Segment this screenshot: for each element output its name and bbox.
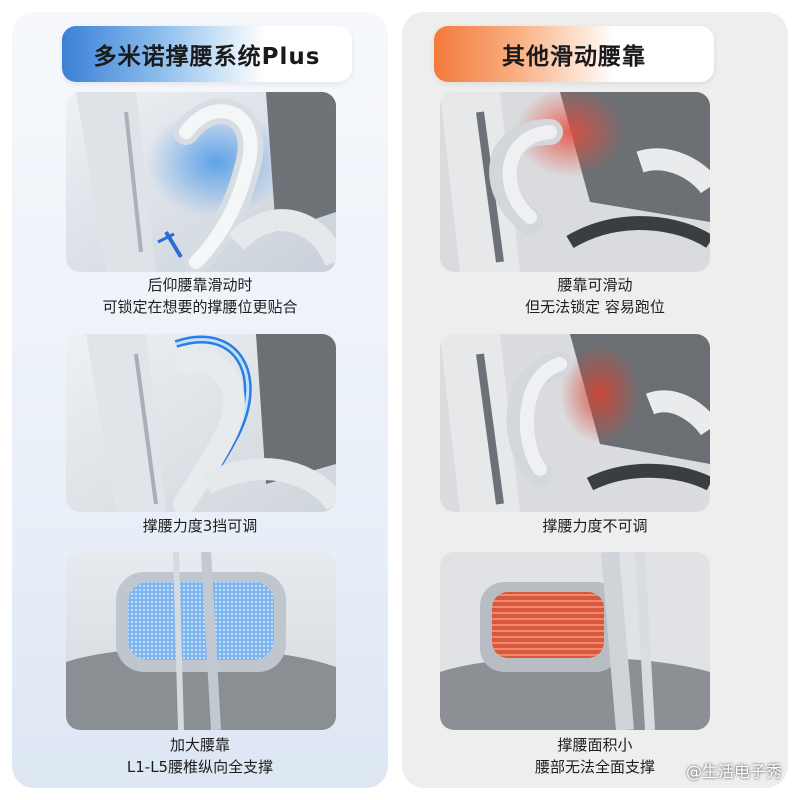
right-photo-lumbar-slide [440,92,710,272]
right-comparison-column: 其他滑动腰靠 腰靠可滑动 但无法锁定 容易跑位 [402,12,788,788]
right-photo-small-lumbar [440,552,710,730]
chair-lumbar-photo-icon [66,92,336,272]
left-caption-1: 后仰腰靠滑动时 可锁定在想要的撑腰位更贴合 [102,276,298,316]
watermark: @生活电子秀 [685,762,782,781]
right-header: 其他滑动腰靠 [434,26,714,82]
left-photo-large-lumbar [66,552,336,730]
left-photo-lumbar-slide [66,92,336,272]
left-header: 多米诺撑腰系统Plus [62,26,352,82]
right-caption-3: 撑腰面积小 腰部无法全面支撑 [534,736,655,776]
left-caption-3: 加大腰靠 L1-L5腰椎纵向全支撑 [126,736,274,776]
right-caption-2: 撑腰力度不可调 [542,517,648,535]
right-photo-lumbar-force [440,334,710,512]
left-comparison-column: 多米诺撑腰系统Plus 后仰腰靠滑动时 可锁定在想要的撑腰位 [12,12,388,788]
left-caption-2: 撑腰力度3挡可调 [142,517,258,535]
right-caption-1: 腰靠可滑动 但无法锁定 容易跑位 [525,276,665,316]
left-photo-lumbar-force [66,334,336,512]
mesh-backrest-photo-icon [66,552,336,730]
